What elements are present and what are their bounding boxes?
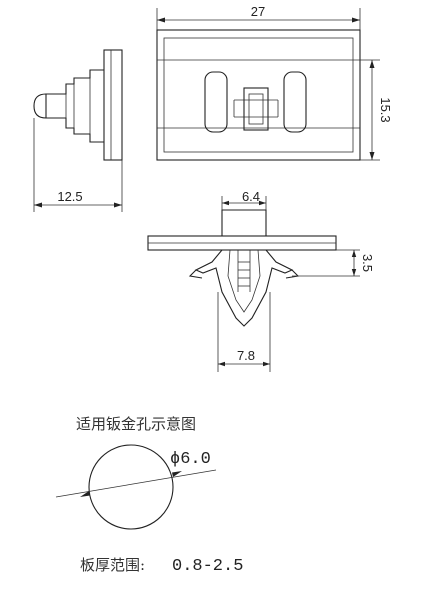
hole-diagram-caption: 适用钣金孔示意图 xyxy=(76,415,196,433)
leg-width-dimension-label: 7.8 xyxy=(237,348,255,363)
side-flange xyxy=(103,49,123,161)
top-view: 27 15.3 xyxy=(156,4,393,161)
thickness-note: 板厚范围: 0.8-2.5 xyxy=(80,556,243,576)
top-view-inner-frame xyxy=(163,37,354,153)
left-slot xyxy=(204,71,228,133)
side-tip xyxy=(33,93,47,119)
section-neck xyxy=(221,209,267,236)
section-view: 6.4 3.5 7.8 xyxy=(147,189,375,372)
side-depth-dimension-label: 12.5 xyxy=(57,189,82,204)
side-view: 12.5 xyxy=(33,49,123,212)
right-slot xyxy=(283,71,307,133)
hole-diameter-label: ϕ6.0 xyxy=(170,450,211,469)
mounting-hole xyxy=(88,444,174,530)
head-thickness-dimension-label: 3.5 xyxy=(360,254,375,272)
width-dimension-label: 27 xyxy=(251,4,265,19)
thickness-label: 板厚范围: xyxy=(80,556,145,574)
neck-dimension-label: 6.4 xyxy=(242,189,260,204)
side-stem xyxy=(45,69,104,143)
height-dimension-label: 15.3 xyxy=(378,97,393,122)
thickness-value: 0.8-2.5 xyxy=(172,557,243,576)
top-view-outline xyxy=(156,29,361,161)
hole-diameter-leader xyxy=(55,469,217,498)
section-legs xyxy=(194,249,294,327)
center-post xyxy=(243,87,269,131)
hole-diagram: 适用钣金孔示意图 ϕ6.0 xyxy=(55,415,217,530)
